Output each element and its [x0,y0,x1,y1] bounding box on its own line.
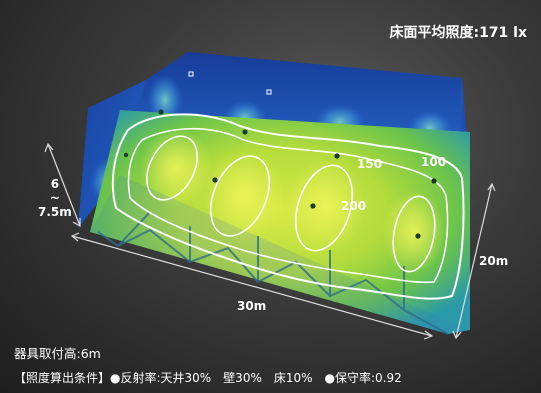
contour-label-100: 100 [421,155,446,169]
fixture-marker [158,109,164,115]
contour-line-100 [111,113,465,300]
fixture-markers [123,109,437,239]
floor-hotspot [382,190,446,274]
contour-line-200 [146,135,198,201]
fixture-marker [431,178,437,184]
contour-line-150 [127,127,449,284]
fixture-marker [242,129,248,135]
average-illuminance: 床面平均照度:171 lx [389,25,527,41]
dimension-arrows [44,142,496,340]
calculation-conditions: 【照度算出条件】●反射率:天井30% 壁30% 床10% ●保守率:0.92 [14,371,402,385]
front-wall-frame [90,175,468,334]
fixture-height: 器具取付高:6m [14,346,101,361]
dimension-height-sep: ~ [49,191,60,205]
fixture-marker [212,177,218,183]
dimension-height-bottom: 7.5m [38,205,72,219]
contour-label-150: 150 [357,157,382,171]
dimension-width: 30m [237,299,267,313]
dimension-depth: 20m [479,254,509,268]
ceiling-marker [188,71,194,77]
fixture-marker [415,233,421,239]
fixture-marker [334,153,340,159]
floor-hotspot [140,128,212,208]
dimension-height-top: 6 [50,177,60,191]
contour-line-200 [392,195,436,273]
dimension-height: 6 ~ 7.5m [38,177,72,219]
fixture-marker [310,203,316,209]
contour-line-200 [294,164,354,252]
contour-line-200 [209,155,271,237]
ceiling-marker [266,89,272,95]
fixture-marker [123,152,129,158]
floor-hotspot [286,158,366,254]
ceiling-markers [188,71,272,95]
contour-label-200: 200 [341,199,366,213]
